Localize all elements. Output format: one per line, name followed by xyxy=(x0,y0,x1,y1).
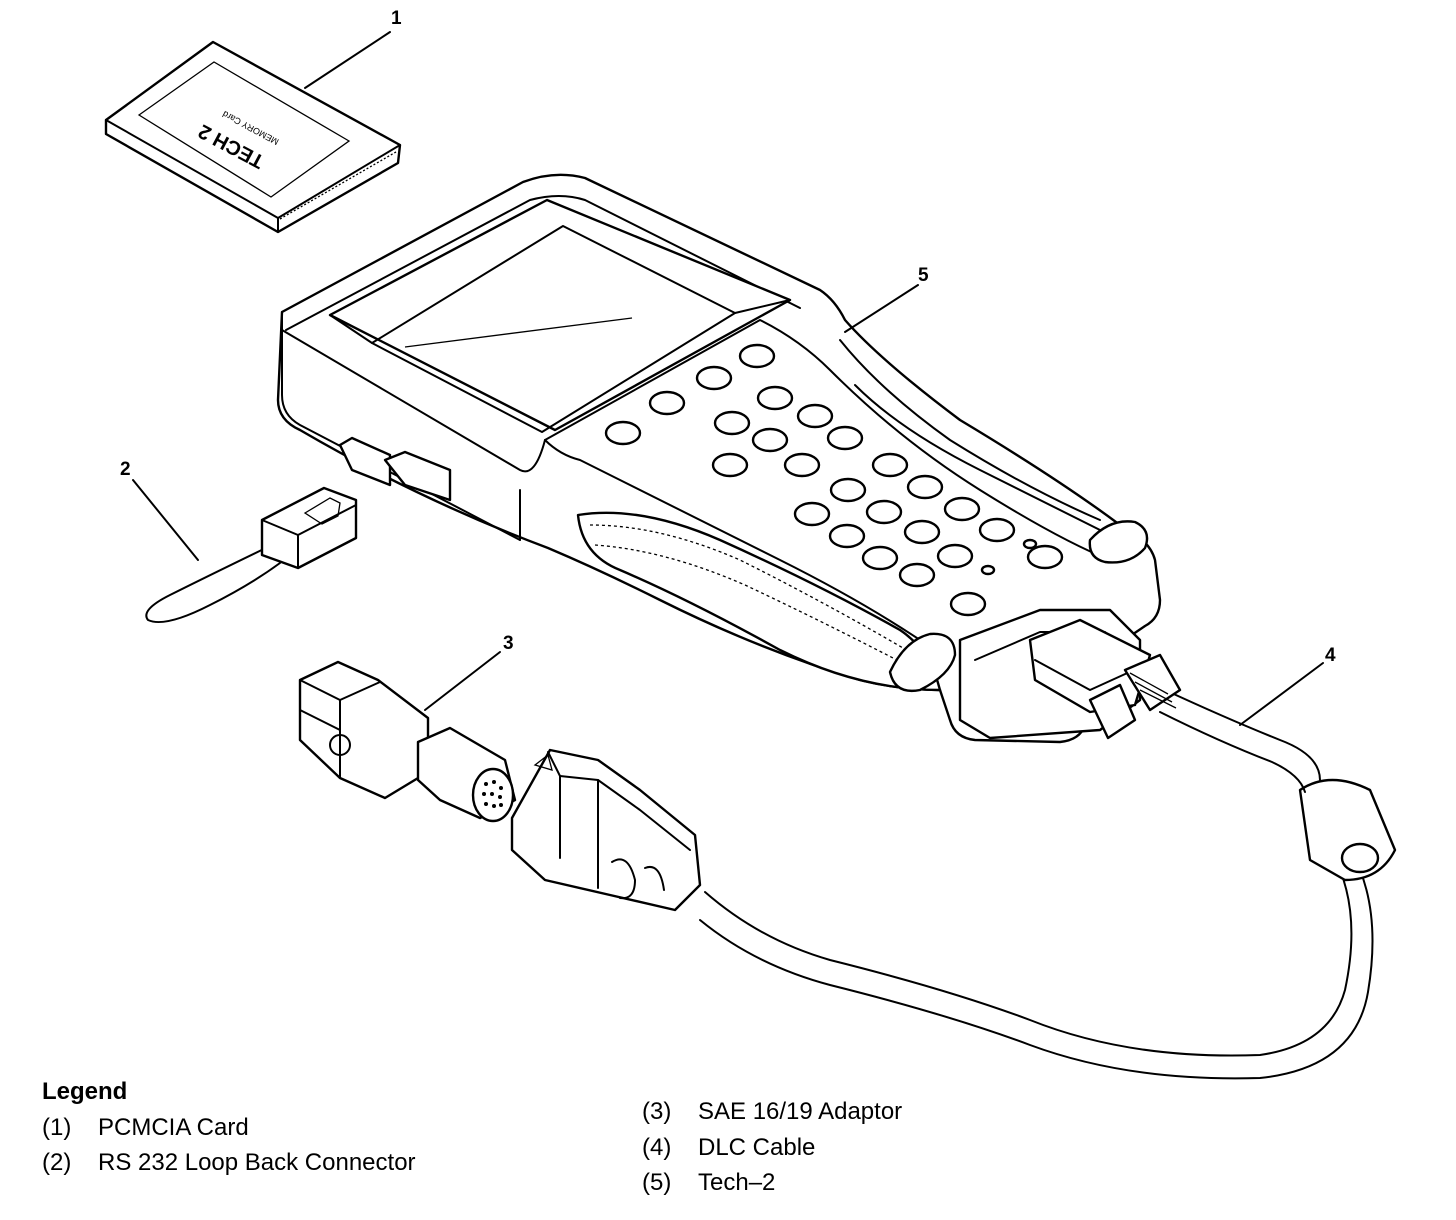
legend-label: SAE 16/19 Adaptor xyxy=(698,1098,903,1125)
tech2-unit xyxy=(276,173,1162,744)
legend-item-4: (4) DLC Cable xyxy=(642,1134,815,1162)
callout-2: 2 xyxy=(120,459,131,480)
leader-5 xyxy=(844,284,919,333)
callout-3: 3 xyxy=(503,633,514,654)
callout-1: 1 xyxy=(391,8,402,29)
sae-16-19-adaptor xyxy=(298,660,517,823)
leader-2 xyxy=(132,479,199,561)
pcmcia-card: TECH 2 MEMORY Card xyxy=(104,40,402,234)
legend-label: Tech–2 xyxy=(698,1169,776,1196)
tech2-kit-diagram: TECH 2 MEMORY Card xyxy=(104,31,1397,1080)
legend-num: (1) xyxy=(42,1114,72,1141)
leader-4 xyxy=(1239,662,1324,726)
legend-item-3: (3) SAE 16/19 Adaptor xyxy=(642,1098,902,1126)
legend-label: DLC Cable xyxy=(698,1134,816,1161)
legend-item-5: (5) Tech–2 xyxy=(642,1169,775,1197)
leader-1 xyxy=(304,31,391,89)
dlc-cable xyxy=(510,618,1397,1080)
legend-label: RS 232 Loop Back Connector xyxy=(98,1149,416,1176)
legend-item-1: (1) PCMCIA Card xyxy=(42,1114,249,1142)
callout-5: 5 xyxy=(918,265,929,286)
rs232-loopback-connector xyxy=(145,486,358,624)
legend-num: (2) xyxy=(42,1149,72,1176)
legend-num: (4) xyxy=(642,1134,672,1161)
legend-num: (3) xyxy=(642,1098,672,1125)
legend-title: Legend xyxy=(42,1078,128,1105)
keypad-buttons xyxy=(604,343,1064,617)
legend-label: PCMCIA Card xyxy=(98,1114,249,1141)
legend-num: (5) xyxy=(642,1169,672,1196)
callout-4: 4 xyxy=(1325,645,1336,666)
leader-3 xyxy=(424,651,501,711)
legend-item-2: (2) RS 232 Loop Back Connector xyxy=(42,1149,416,1177)
